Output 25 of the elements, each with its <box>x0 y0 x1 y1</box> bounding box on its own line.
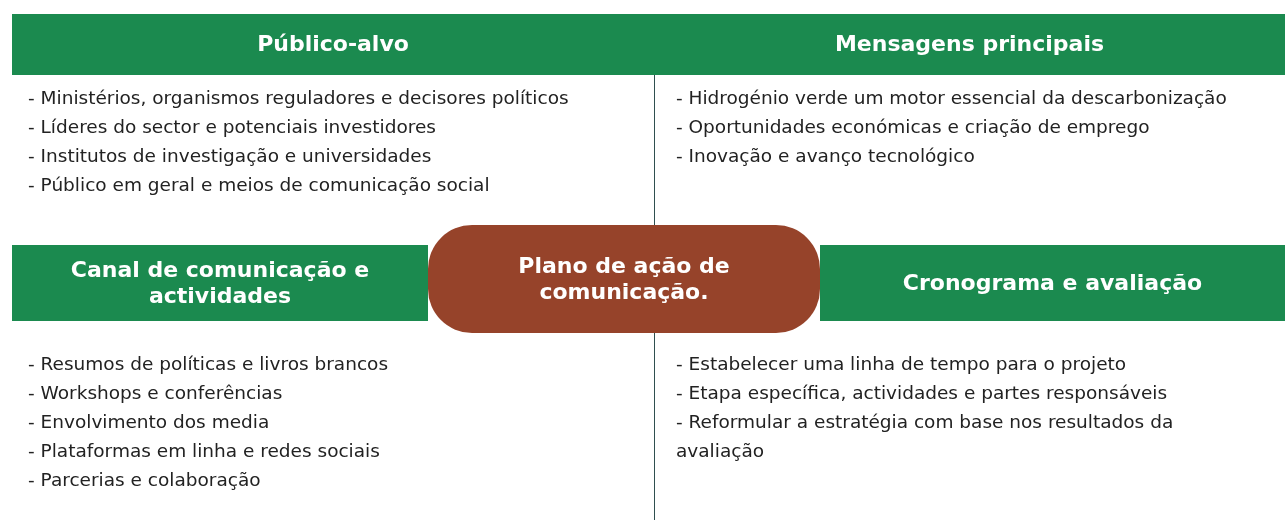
heading-text: Cronograma e avaliação <box>902 269 1203 297</box>
bullet-text: - Líderes do sector e potenciais investidores <box>28 115 437 139</box>
header-band <box>820 245 1285 321</box>
bullet-text: - Ministérios, organismos reguladores e decisores políticos <box>28 86 570 110</box>
bullet-text: - Workshops e conferências <box>28 381 284 405</box>
center-pill <box>428 225 820 333</box>
bullet-text: - Plataformas em linha e redes sociais <box>28 439 381 463</box>
bullet-text: - Estabelecer uma linha de tempo para o projeto <box>676 352 1128 376</box>
bullet-text: - Parcerias e colaboração <box>28 468 262 492</box>
heading-text: Mensagens principais <box>834 31 1105 58</box>
heading-text: Canal de comunicação e actividades <box>69 256 371 310</box>
bullet-text: - Oportunidades económicas e criação de emprego <box>676 115 1151 139</box>
header-band <box>654 14 1285 75</box>
header-band <box>12 245 428 321</box>
heading-text: Plano de ação de comunicação. <box>517 252 731 306</box>
header-band <box>12 14 654 75</box>
bullet-text: - Público em geral e meios de comunicação social <box>28 173 491 197</box>
bullet-text: - Etapa específica, actividades e partes responsáveis <box>676 381 1169 405</box>
bullet-text: - Reformular a estratégia com base nos resultados da avaliação <box>676 410 1175 463</box>
bullet-text: - Resumos de políticas e livros brancos <box>28 352 390 376</box>
bullet-text: - Hidrogénio verde um motor essencial da descarbonização <box>676 86 1228 110</box>
bullet-text: - Envolvimento dos media <box>28 410 271 434</box>
heading-text: Público-alvo <box>257 31 409 58</box>
bullet-text: - Inovação e avanço tecnológico <box>676 144 976 168</box>
bullet-text: - Institutos de investigação e universidades <box>28 144 433 168</box>
